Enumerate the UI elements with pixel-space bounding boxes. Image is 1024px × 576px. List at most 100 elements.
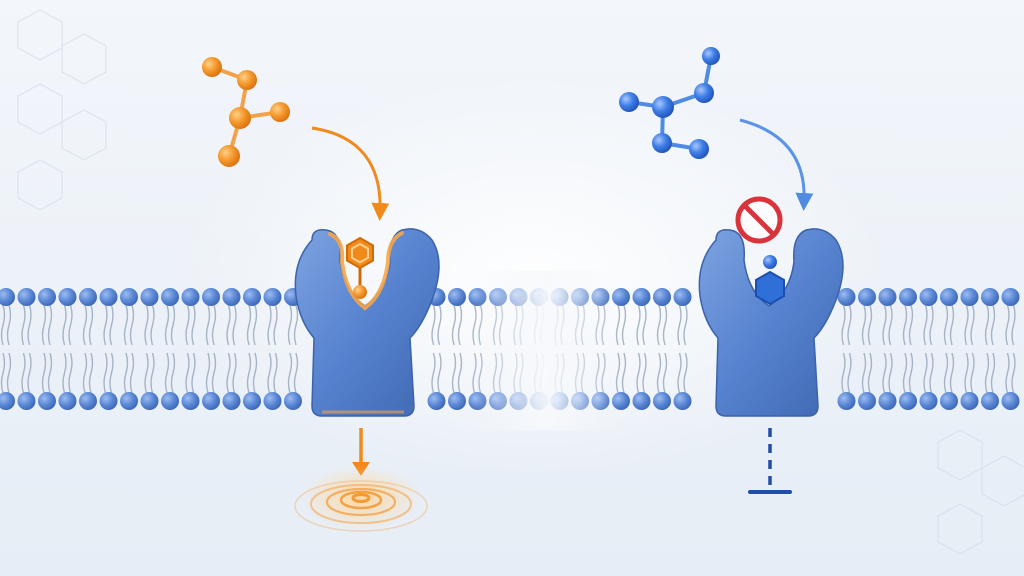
lipid-head	[858, 288, 876, 306]
lipid-tail	[232, 304, 237, 346]
lipid-tail	[68, 304, 73, 346]
lipid-head	[284, 392, 302, 410]
lipid-tail	[949, 352, 955, 394]
lipid-head	[981, 392, 999, 410]
lipid-tail	[273, 352, 278, 394]
lipid-head	[632, 288, 651, 306]
lipid-tail	[949, 304, 955, 346]
lipid-tail	[841, 352, 846, 394]
atom-node	[652, 96, 674, 118]
lipid-tail	[246, 304, 252, 346]
lipid-tail	[656, 304, 662, 346]
lipid-tail	[929, 304, 934, 346]
lipid-tail	[621, 352, 627, 394]
lipid-tail	[943, 352, 949, 394]
lipid-tail	[861, 352, 867, 394]
lipid-head	[222, 392, 241, 410]
lipid-tail	[888, 352, 893, 394]
lipid-tail	[656, 352, 662, 394]
lipid-tail	[293, 352, 299, 394]
lipid-tail	[123, 304, 129, 346]
lipid-head	[58, 392, 77, 410]
lipid-tail	[431, 304, 436, 346]
lipid-tail	[964, 304, 969, 346]
lipid-head	[960, 392, 979, 410]
lipid-tail	[129, 352, 135, 394]
lipid-tail	[457, 352, 463, 394]
lipid-head	[837, 288, 856, 306]
lipid-head	[1001, 392, 1020, 410]
lipid-tail	[841, 304, 846, 346]
lipid-tail	[677, 352, 682, 394]
lipid-head	[181, 392, 200, 410]
lipid-tail	[211, 352, 217, 394]
lipid-tail	[984, 304, 990, 346]
lipid-tail	[867, 352, 873, 394]
lipid-tail	[888, 304, 893, 346]
lipid-tail	[677, 304, 682, 346]
lipid-head	[263, 392, 282, 410]
lipid-head	[140, 288, 159, 306]
lipid-head	[202, 392, 220, 410]
lipid-tail	[109, 304, 114, 346]
lipid-head	[17, 288, 36, 306]
lipid-head	[940, 288, 958, 306]
lipid-tail	[205, 352, 211, 394]
lipid-head	[919, 288, 938, 306]
lipid-head	[161, 288, 179, 306]
lipid-tail	[287, 352, 293, 394]
receptor-activated	[294, 228, 440, 417]
lipid-head	[181, 288, 200, 306]
lipid-tail	[943, 304, 949, 346]
lipid-head	[837, 392, 856, 410]
lipid-head	[899, 288, 917, 306]
lipid-tail	[144, 352, 149, 394]
lipid-head	[1001, 288, 1020, 306]
lipid-head	[38, 288, 56, 306]
lipid-tail	[902, 352, 908, 394]
lipid-head	[653, 288, 671, 306]
lipid-tail	[103, 352, 108, 394]
atom-node	[229, 107, 251, 129]
lipid-tail	[170, 304, 176, 346]
lipid-tail	[205, 304, 211, 346]
lipid-head	[99, 392, 118, 410]
lipid-tail	[1011, 352, 1016, 394]
lipid-head	[17, 392, 36, 410]
lipid-tail	[164, 352, 170, 394]
lipid-head	[79, 392, 97, 410]
lipid-head	[243, 288, 261, 306]
lipid-tail	[62, 304, 67, 346]
lipid-tail	[990, 304, 996, 346]
lipid-head	[263, 288, 282, 306]
lipid-tail	[88, 304, 94, 346]
lipid-tail	[929, 352, 934, 394]
lipid-tail	[0, 304, 6, 346]
lipid-tail	[123, 352, 129, 394]
lipid-tail	[27, 304, 32, 346]
atom-node	[202, 57, 222, 77]
lipid-tail	[21, 304, 26, 346]
lipid-head	[161, 392, 179, 410]
binding-arrow	[311, 126, 390, 221]
atom-node	[237, 70, 257, 90]
lipid-head	[140, 392, 159, 410]
lipid-head	[38, 392, 56, 410]
lipid-tail	[642, 304, 647, 346]
lipid-head	[673, 392, 692, 410]
lipid-tail	[847, 304, 852, 346]
lipid-tail	[47, 352, 53, 394]
lipid-head	[878, 288, 897, 306]
lipid-tail	[621, 304, 627, 346]
lipid-tail	[923, 304, 928, 346]
atom-node	[702, 47, 720, 65]
lipid-tail	[273, 304, 278, 346]
lipid-tail	[144, 304, 149, 346]
lipid-head	[673, 288, 692, 306]
inhibition-bar	[748, 428, 792, 494]
lipid-tail	[923, 352, 928, 394]
atom-node	[694, 83, 714, 103]
lipid-tail	[861, 304, 867, 346]
